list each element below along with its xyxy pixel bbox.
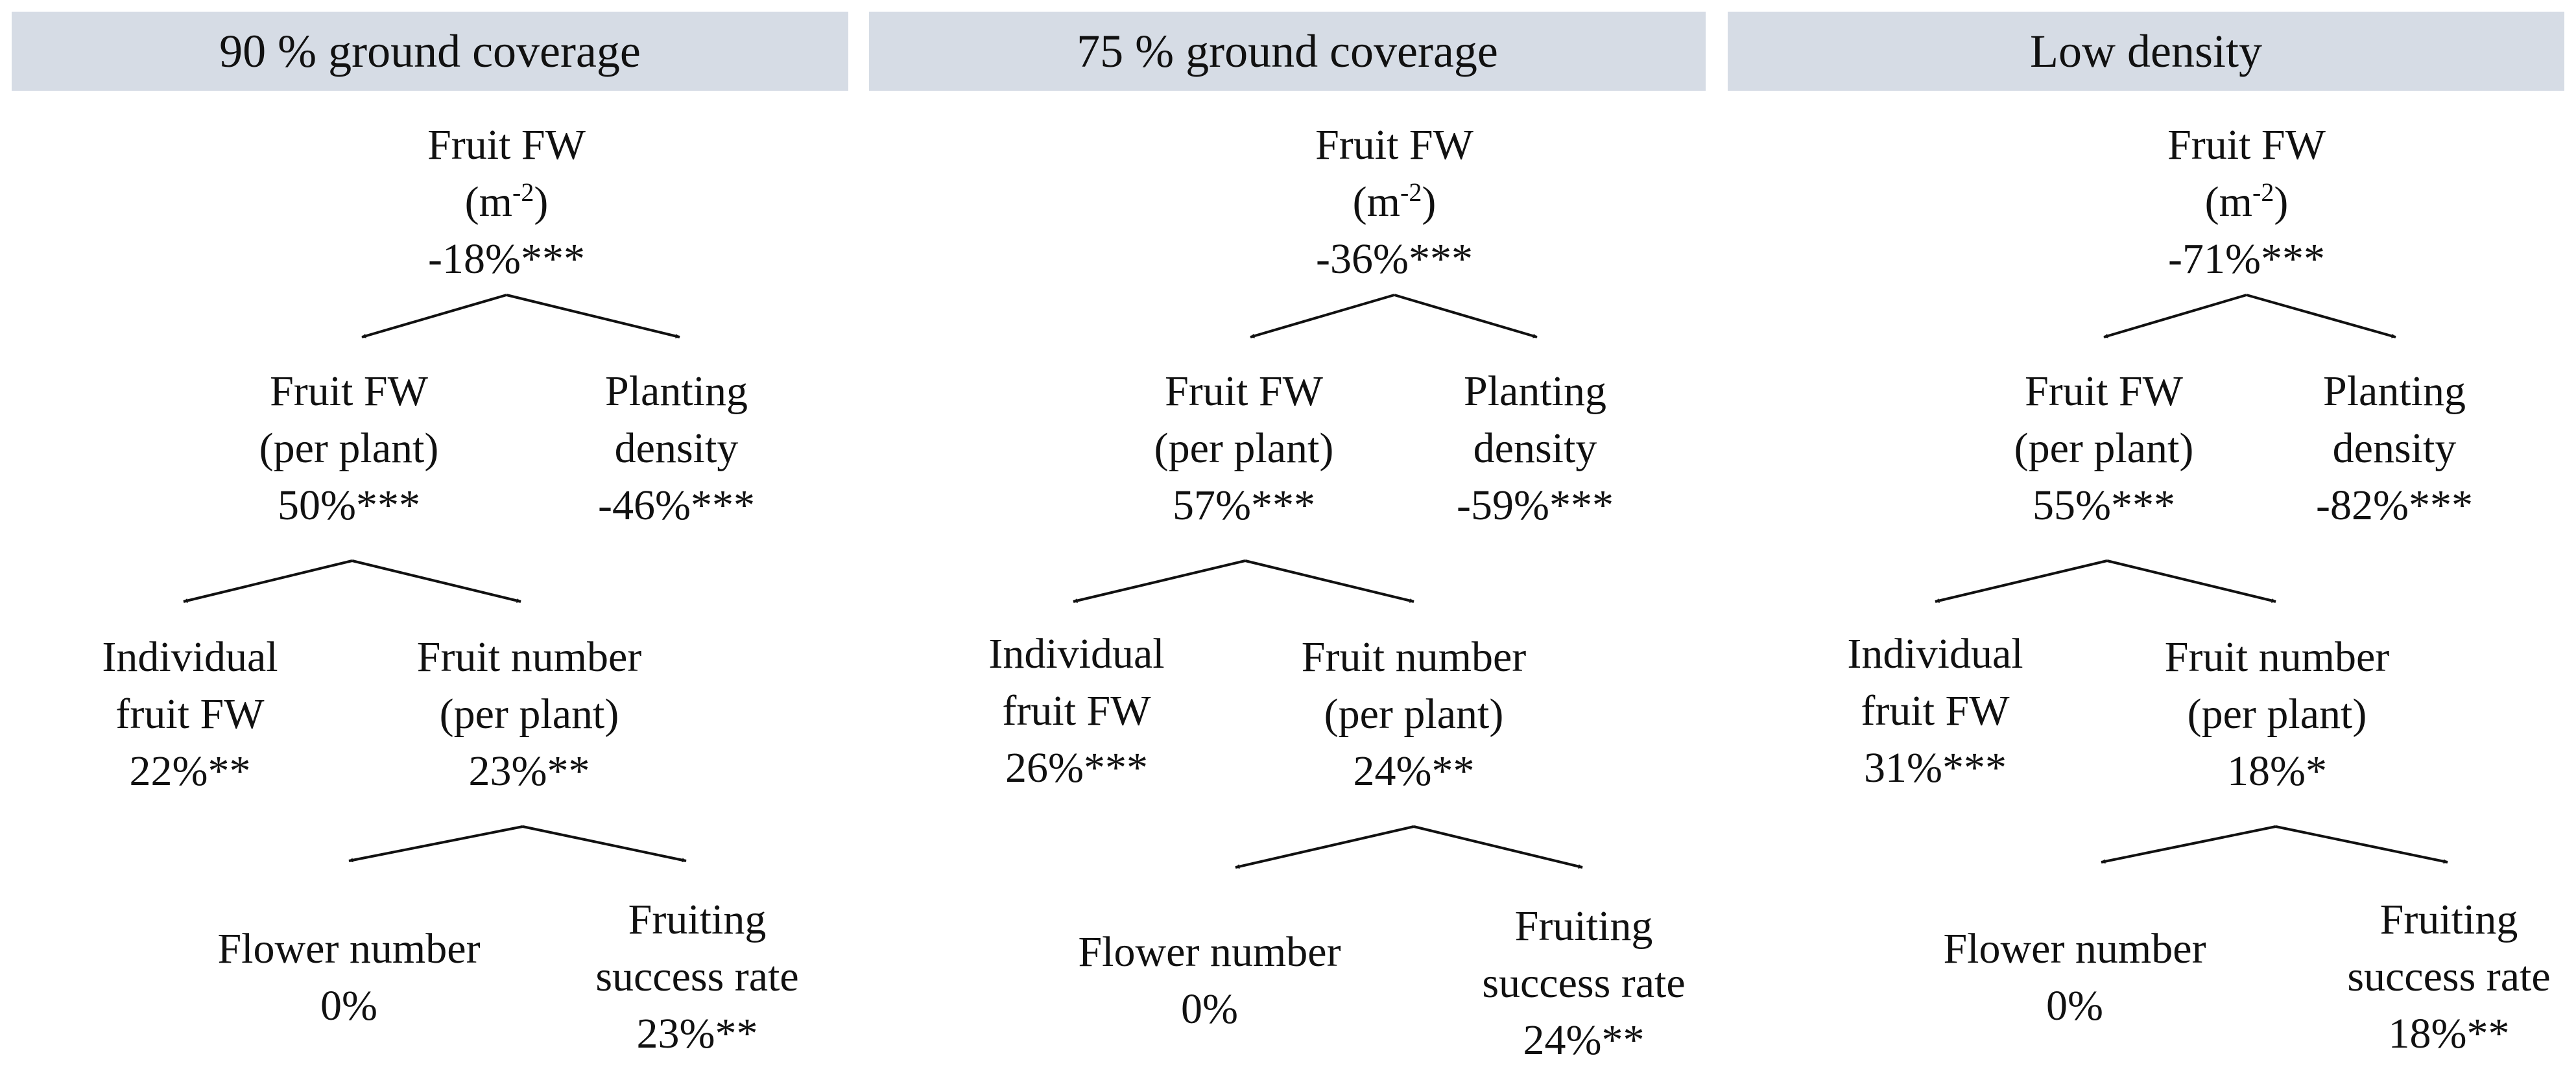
node-value: 22%** xyxy=(129,747,251,795)
node-individual-fruit-fw: Individual fruit FW 22%** xyxy=(0,629,398,800)
arrow-fw-plant-to-ind-fw xyxy=(1073,559,1246,603)
node-value: 26%*** xyxy=(1005,744,1148,792)
node-value: 31%*** xyxy=(1864,744,2007,792)
node-value: 0% xyxy=(1181,985,1238,1033)
node-value: 23%** xyxy=(468,747,590,795)
arrow-fruit-num-to-fruiting xyxy=(2275,825,2448,864)
panel-75-ground-coverage: 75 % ground coverage Fruit FW (m-2) -36%… xyxy=(869,0,1706,1068)
node-fruit-fw-m2: Fruit FW (m-2) -71%*** xyxy=(2039,117,2454,288)
arrow-fruit-num-to-flower-num xyxy=(2101,825,2276,864)
node-value: -82%*** xyxy=(2316,482,2473,529)
arrows xyxy=(183,294,687,863)
node-fruit-fw-per-plant: Fruit FW (per plant) 55%*** xyxy=(1896,363,2311,534)
panel-title: Low density xyxy=(1728,12,2564,91)
node-planting-density: Planting density -46%*** xyxy=(469,363,884,534)
node-value: 0% xyxy=(320,982,377,1029)
node-planting-density: Planting density -82%*** xyxy=(2187,363,2576,534)
node-fruit-fw-per-plant: Fruit FW (per plant) 57%*** xyxy=(1036,363,1451,534)
node-value: -18%*** xyxy=(428,235,585,283)
node-value: -71%*** xyxy=(2168,235,2325,283)
node-value: -59%*** xyxy=(1457,482,1614,529)
node-flower-number: Flower number 0% xyxy=(141,921,556,1035)
node-value: 18%* xyxy=(2227,747,2327,795)
node-value: -46%*** xyxy=(598,482,755,529)
node-individual-fruit-fw: Individual fruit FW 26%*** xyxy=(869,626,1284,797)
node-fruit-fw-m2: Fruit FW (m-2) -36%*** xyxy=(1187,117,1602,288)
node-fruiting-success-rate: Fruiting success rate 23%** xyxy=(490,891,905,1063)
arrow-root-to-density xyxy=(506,294,680,338)
panel-90-ground-coverage: 90 % ground coverage Fruit FW (m-2) -18%… xyxy=(12,0,848,1068)
node-fruit-number: Fruit number (per plant) 18%* xyxy=(2069,629,2485,800)
node-flower-number: Flower number 0% xyxy=(1867,921,2282,1035)
arrow-fw-plant-to-fruit-num xyxy=(1245,559,1414,603)
arrows xyxy=(1073,294,1583,869)
arrow-fruit-num-to-flower-num xyxy=(1235,825,1414,869)
node-fruit-number: Fruit number (per plant) 24%** xyxy=(1206,629,1621,800)
arrows xyxy=(1935,294,2448,864)
node-value: 50%*** xyxy=(278,482,420,529)
arrow-fruit-num-to-fruiting xyxy=(1413,825,1583,869)
panel-title: 75 % ground coverage xyxy=(869,12,1706,91)
node-value: -36%*** xyxy=(1316,235,1473,283)
node-value: 0% xyxy=(2046,982,2103,1029)
node-fruiting-success-rate: Fruiting success rate 24%** xyxy=(1376,898,1791,1069)
arrow-fw-plant-to-ind-fw xyxy=(183,559,353,603)
node-fruiting-success-rate: Fruiting success rate 18%** xyxy=(2241,891,2576,1063)
node-value: 55%*** xyxy=(2033,482,2175,529)
arrow-fruit-num-to-flower-num xyxy=(348,825,523,863)
panel-low-density: Low density Fruit FW (m-2) -71%*** Fruit… xyxy=(1728,0,2564,1068)
node-planting-density: Planting density -59%*** xyxy=(1328,363,1743,534)
node-flower-number: Flower number 0% xyxy=(1002,924,1417,1038)
node-value: 57%*** xyxy=(1173,482,1315,529)
arrow-root-to-density xyxy=(2246,294,2396,338)
node-value: 24%** xyxy=(1523,1016,1645,1064)
node-fruit-number: Fruit number (per plant) 23%** xyxy=(322,629,737,800)
panel-title: 90 % ground coverage xyxy=(12,12,848,91)
arrow-root-to-density xyxy=(1394,294,1538,338)
node-individual-fruit-fw: Individual fruit FW 31%*** xyxy=(1728,626,2143,797)
arrow-fw-plant-to-fruit-num xyxy=(2106,559,2276,603)
node-fruit-fw-per-plant: Fruit FW (per plant) 50%*** xyxy=(141,363,556,534)
node-value: 24%** xyxy=(1353,747,1475,795)
arrow-fw-plant-to-ind-fw xyxy=(1935,559,2108,603)
node-value: 18%** xyxy=(2388,1010,2510,1057)
arrow-fruit-num-to-fruiting xyxy=(522,825,687,863)
arrow-fw-plant-to-fruit-num xyxy=(352,559,521,603)
arrow-root-to-fw-plant xyxy=(1250,294,1395,338)
node-fruit-fw-m2: Fruit FW (m-2) -18%*** xyxy=(299,117,714,288)
node-value: 23%** xyxy=(636,1010,758,1057)
arrow-root-to-fw-plant xyxy=(2103,294,2247,338)
arrow-root-to-fw-plant xyxy=(361,294,507,338)
